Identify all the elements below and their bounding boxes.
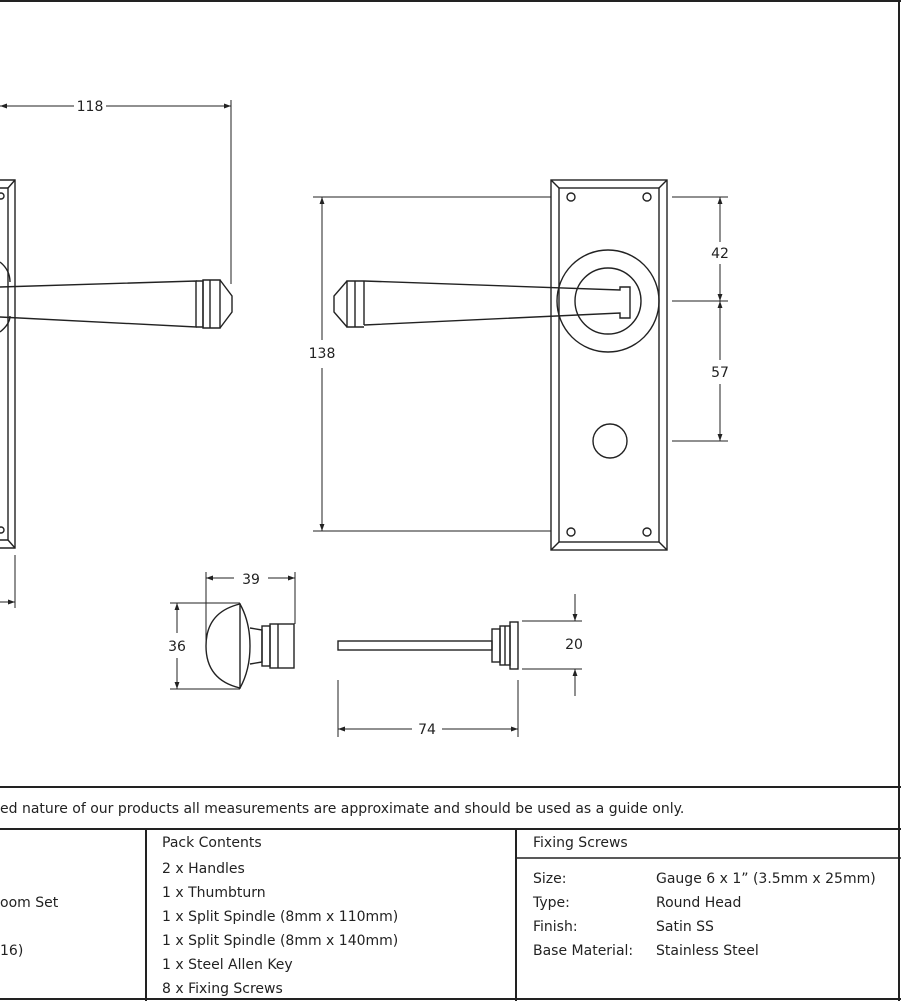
left-handle-view bbox=[0, 179, 233, 549]
spindle-bar bbox=[337, 640, 493, 651]
dim-138-label: 138 bbox=[309, 346, 336, 362]
dim-release bbox=[337, 594, 582, 737]
turn-release-hole bbox=[592, 423, 628, 459]
screw-spec-value: Gauge 6 x 1” (3.5mm x 25mm) bbox=[656, 871, 876, 887]
fixing-screws-header: Fixing Screws bbox=[533, 835, 628, 851]
backplate-outer bbox=[550, 179, 668, 551]
pack-item: 1 x Split Spindle (8mm x 110mm) bbox=[162, 909, 399, 925]
measurement-disclaimer: ed nature of our products all measuremen… bbox=[0, 801, 685, 817]
thumbturn-view bbox=[205, 603, 295, 689]
dim-overall-length bbox=[0, 100, 232, 284]
product-code-fragment: 16) bbox=[0, 943, 24, 959]
lever-rose-inner bbox=[574, 267, 642, 335]
right-lever-tip bbox=[333, 280, 348, 328]
screw-hole-top-right bbox=[642, 192, 652, 202]
right-handle-view bbox=[333, 179, 668, 551]
dim-thumbturn bbox=[170, 572, 296, 690]
pack-item: 1 x Steel Allen Key bbox=[162, 957, 293, 973]
backplate-inner bbox=[558, 187, 660, 543]
product-name-fragment: oom Set bbox=[0, 895, 59, 911]
left-backplate-inner bbox=[0, 187, 9, 541]
pack-item: 1 x Thumbturn bbox=[162, 885, 266, 901]
screw-spec-label: Size: bbox=[533, 871, 567, 887]
dim-backplate-height bbox=[313, 196, 551, 532]
lever-rose-outer bbox=[556, 249, 660, 353]
dim-20-label: 20 bbox=[565, 637, 583, 653]
thumbturn-knob bbox=[205, 603, 241, 689]
screw-hole-top-left bbox=[566, 192, 576, 202]
dim-118-label: 118 bbox=[77, 99, 104, 115]
screw-spec-label: Base Material: bbox=[533, 943, 634, 959]
dim-36-label: 36 bbox=[168, 639, 186, 655]
screw-hole-bottom-left bbox=[566, 527, 576, 537]
pack-item: 2 x Handles bbox=[162, 861, 245, 877]
screw-spec-value: Stainless Steel bbox=[656, 943, 759, 959]
dim-42-label: 42 bbox=[711, 246, 729, 262]
info-table-grid bbox=[0, 786, 901, 1001]
pack-contents-header: Pack Contents bbox=[162, 835, 262, 851]
dim-right-stack bbox=[672, 196, 728, 442]
screw-spec-label: Finish: bbox=[533, 919, 578, 935]
screw-spec-value: Round Head bbox=[656, 895, 742, 911]
dim-74-label: 74 bbox=[418, 722, 436, 738]
left-lever bbox=[0, 280, 197, 328]
screw-spec-label: Type: bbox=[533, 895, 570, 911]
right-lever bbox=[363, 280, 631, 326]
pack-item: 8 x Fixing Screws bbox=[162, 981, 283, 997]
left-lever-tip bbox=[219, 279, 233, 329]
pack-item: 1 x Split Spindle (8mm x 140mm) bbox=[162, 933, 399, 949]
left-backplate-outer bbox=[0, 179, 16, 549]
dim-57-label: 57 bbox=[711, 365, 729, 381]
screw-spec-value: Satin SS bbox=[656, 919, 714, 935]
screw-hole-bottom-right bbox=[642, 527, 652, 537]
release-view bbox=[337, 621, 519, 670]
dim-39-label: 39 bbox=[242, 572, 260, 588]
